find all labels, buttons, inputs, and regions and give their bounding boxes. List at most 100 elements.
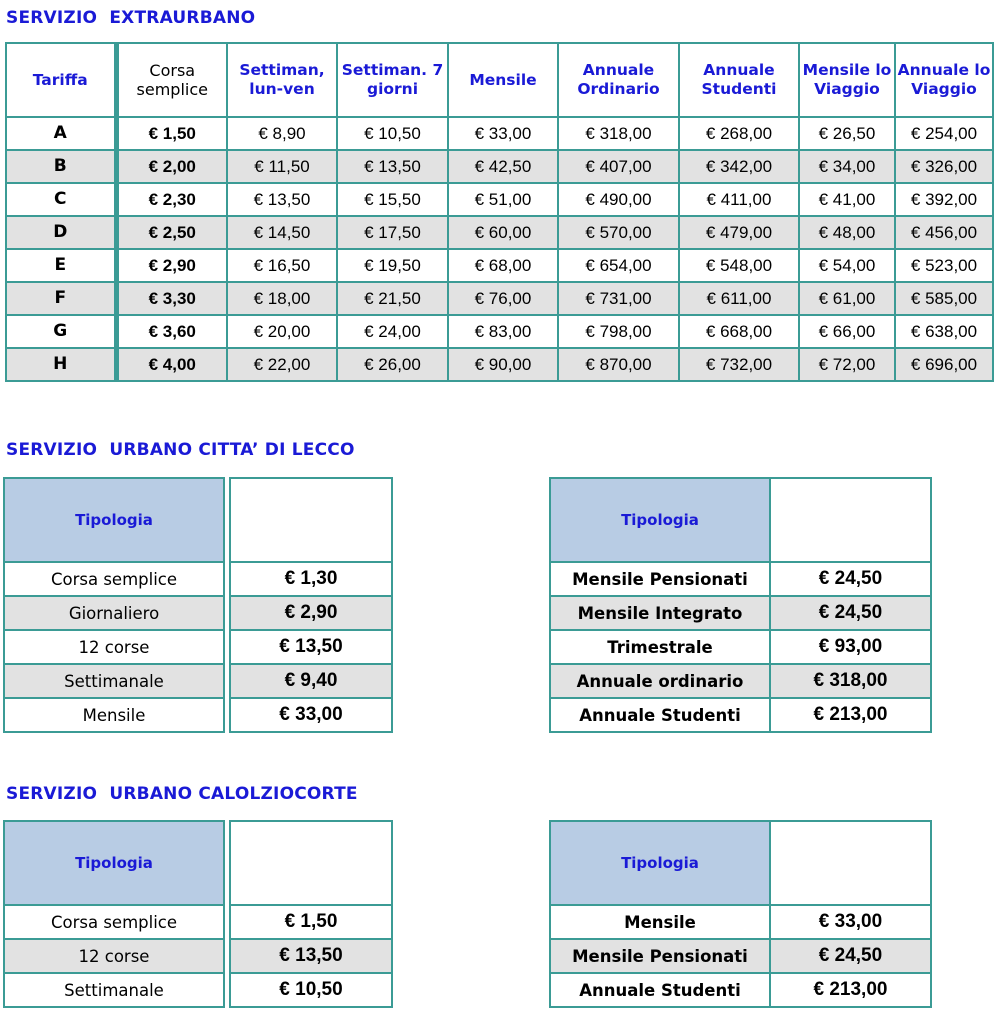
column-gap: [223, 664, 231, 698]
price-header: [229, 477, 393, 563]
fare-row: Mensile Integrato€ 24,50: [549, 595, 932, 631]
tariff-letter: B: [5, 149, 119, 184]
fare-cell: € 83,00: [447, 314, 559, 349]
header-annuale-lo-viaggio: Annuale lo Viaggio: [894, 42, 994, 118]
header-settiman-7-giorni: Settiman. 7 giorni: [336, 42, 449, 118]
tariff-row-e: E€ 2,90€ 16,50€ 19,50€ 68,00€ 654,00€ 54…: [5, 248, 994, 283]
column-gap: [223, 821, 231, 905]
fare-cell: € 696,00: [894, 347, 994, 382]
fare-cell: € 18,00: [226, 281, 338, 316]
fare-cell: € 19,50: [336, 248, 449, 283]
fare-cell: € 570,00: [557, 215, 680, 250]
fare-price: € 318,00: [769, 663, 932, 699]
fare-cell: € 326,00: [894, 149, 994, 184]
fare-type-name: Mensile Pensionati: [549, 561, 771, 597]
fare-cell: € 548,00: [678, 248, 800, 283]
fare-cell: € 1,50: [115, 116, 228, 151]
fare-cell: € 585,00: [894, 281, 994, 316]
fare-cell: € 66,00: [798, 314, 896, 349]
fare-cell: € 523,00: [894, 248, 994, 283]
calolziocorte-title: SERVIZIO URBANO CALOLZIOCORTE: [6, 784, 358, 804]
tariff-row-c: C€ 2,30€ 13,50€ 15,50€ 51,00€ 490,00€ 41…: [5, 182, 994, 217]
tariff-letter: E: [5, 248, 119, 283]
tipologia-header-row: Tipologia: [3, 477, 393, 563]
fare-cell: € 2,30: [115, 182, 228, 217]
fare-cell: € 268,00: [678, 116, 800, 151]
fare-row: Annuale Studenti€ 213,00: [549, 972, 932, 1008]
fare-cell: € 21,50: [336, 281, 449, 316]
fare-row: Mensile Pensionati€ 24,50: [549, 938, 932, 974]
fare-row: Corsa semplice€ 1,30: [3, 561, 393, 597]
fare-price: € 24,50: [769, 938, 932, 974]
fare-cell: € 13,50: [336, 149, 449, 184]
tariff-letter: H: [5, 347, 119, 382]
fare-cell: € 13,50: [226, 182, 338, 217]
fare-price: € 13,50: [229, 629, 393, 665]
fare-cell: € 24,00: [336, 314, 449, 349]
fare-cell: € 8,90: [226, 116, 338, 151]
fare-cell: € 456,00: [894, 215, 994, 250]
fare-cell: € 72,00: [798, 347, 896, 382]
fare-price: € 213,00: [769, 972, 932, 1008]
column-gap: [223, 905, 231, 939]
fare-cell: € 42,50: [447, 149, 559, 184]
fare-type-name: Mensile: [3, 697, 225, 733]
fare-type-name: 12 corse: [3, 938, 225, 974]
fare-cell: € 48,00: [798, 215, 896, 250]
fare-cell: € 60,00: [447, 215, 559, 250]
column-gap: [223, 478, 231, 562]
fare-price: € 33,00: [229, 697, 393, 733]
fare-cell: € 798,00: [557, 314, 680, 349]
tariff-letter: G: [5, 314, 119, 349]
fare-cell: € 2,50: [115, 215, 228, 250]
fare-row: Mensile Pensionati€ 24,50: [549, 561, 932, 597]
fare-cell: € 479,00: [678, 215, 800, 250]
tariff-letter: F: [5, 281, 119, 316]
fare-price: € 93,00: [769, 629, 932, 665]
column-gap: [223, 973, 231, 1007]
fare-cell: € 90,00: [447, 347, 559, 382]
fare-price: € 1,30: [229, 561, 393, 597]
fare-type-name: Mensile: [549, 904, 771, 940]
fare-cell: € 732,00: [678, 347, 800, 382]
tariff-row-a: A€ 1,50€ 8,90€ 10,50€ 33,00€ 318,00€ 268…: [5, 116, 994, 151]
fare-cell: € 26,00: [336, 347, 449, 382]
tariff-row-h: H€ 4,00€ 22,00€ 26,00€ 90,00€ 870,00€ 73…: [5, 347, 994, 382]
fare-cell: € 731,00: [557, 281, 680, 316]
fare-type-name: Giornaliero: [3, 595, 225, 631]
fare-row: Settimanale€ 10,50: [3, 972, 393, 1008]
fare-cell: € 318,00: [557, 116, 680, 151]
fare-row: Corsa semplice€ 1,50: [3, 904, 393, 940]
fare-price: € 2,90: [229, 595, 393, 631]
fare-cell: € 34,00: [798, 149, 896, 184]
lecco-title: SERVIZIO URBANO CITTA’ DI LECCO: [6, 440, 355, 460]
fare-cell: € 668,00: [678, 314, 800, 349]
fare-price: € 213,00: [769, 697, 932, 733]
fare-price: € 9,40: [229, 663, 393, 699]
header-annuale-studenti: Annuale Studenti: [678, 42, 800, 118]
fare-row: 12 corse€ 13,50: [3, 938, 393, 974]
fare-type-name: Annuale ordinario: [549, 663, 771, 699]
fare-cell: € 20,00: [226, 314, 338, 349]
tipologia-header: Tipologia: [549, 820, 771, 906]
fare-cell: € 407,00: [557, 149, 680, 184]
fare-row: Mensile€ 33,00: [3, 697, 393, 733]
fare-type-name: Mensile Integrato: [549, 595, 771, 631]
fare-price: € 1,50: [229, 904, 393, 940]
fare-cell: € 254,00: [894, 116, 994, 151]
fare-cell: € 15,50: [336, 182, 449, 217]
fare-cell: € 638,00: [894, 314, 994, 349]
tipologia-header: Tipologia: [3, 820, 225, 906]
fare-cell: € 10,50: [336, 116, 449, 151]
header-mensile: Mensile: [447, 42, 559, 118]
fare-cell: € 68,00: [447, 248, 559, 283]
tariff-row-f: F€ 3,30€ 18,00€ 21,50€ 76,00€ 731,00€ 61…: [5, 281, 994, 316]
extraurbano-title: SERVIZIO EXTRAURBANO: [6, 8, 256, 28]
price-header: [769, 477, 932, 563]
tipologia-header-row: Tipologia: [3, 820, 393, 906]
fare-cell: € 342,00: [678, 149, 800, 184]
column-gap: [223, 562, 231, 596]
fare-cell: € 3,60: [115, 314, 228, 349]
